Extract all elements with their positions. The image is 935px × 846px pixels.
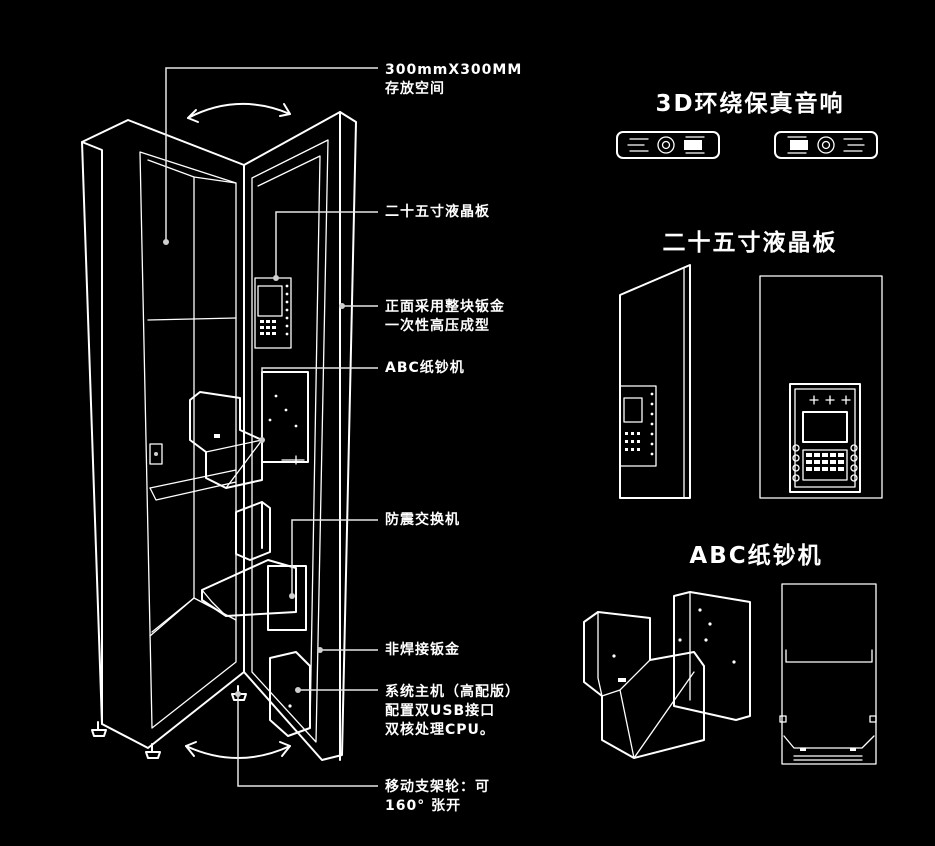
lcd-panel-side-view — [619, 264, 691, 499]
cabinet-bill-acceptor — [189, 391, 263, 489]
heading-lcd-panel: 二十五寸液晶板 — [662, 230, 838, 256]
bill-acceptor-perspective-view — [583, 591, 751, 759]
callout-wheels-line2: 160° 张开 — [385, 798, 462, 814]
callout-system-host: 系统主机（高配版） 配置双USB接口 双核处理CPU。 — [385, 683, 520, 740]
bill-acceptor-front-view — [779, 583, 877, 765]
callout-leaders — [163, 67, 378, 787]
callout-lcd-panel: 二十五寸液晶板 — [385, 203, 490, 222]
heading-bill-acceptor: ABC纸钞机 — [689, 543, 823, 569]
cabinet-system-host — [269, 651, 311, 737]
callout-front-panel-line1: 正面采用整块钣金 — [385, 299, 505, 315]
cabinet-foot — [91, 721, 107, 737]
callout-front-panel: 正面采用整块钣金 一次性高压成型 — [385, 298, 505, 336]
callout-storage-space-line2: 存放空间 — [385, 81, 445, 97]
callout-switch-line1: 防震交换机 — [385, 512, 460, 528]
cabinet-switch — [235, 501, 271, 561]
cabinet-illustration — [81, 102, 357, 761]
callout-system-host-line2: 配置双USB接口 — [385, 703, 496, 719]
left-door-inner-frame — [139, 151, 237, 729]
callout-storage-space-line1: 300mmX300MM — [385, 62, 523, 78]
right-door-outline — [243, 111, 357, 761]
callout-sheet-metal: 非焊接钣金 — [385, 641, 460, 660]
rotation-arrow-top — [187, 102, 291, 119]
callout-wheels-line1: 移动支架轮：可 — [385, 779, 490, 795]
callout-wheels: 移动支架轮：可 160° 张开 — [385, 778, 490, 816]
callout-front-panel-line2: 一次性高压成型 — [385, 318, 490, 334]
lcd-front-keypad — [802, 449, 848, 481]
speaker-right-icon — [774, 131, 878, 159]
callout-storage-space: 300mmX300MM 存放空间 — [385, 61, 522, 99]
callout-bill-acceptor: ABC纸钞机 — [385, 359, 465, 378]
callout-lcd-panel-line1: 二十五寸液晶板 — [385, 204, 490, 220]
speaker-left-icon — [616, 131, 720, 159]
left-shelf — [147, 317, 237, 321]
callout-switch: 防震交换机 — [385, 511, 460, 530]
right-door-inner-frame — [251, 139, 329, 743]
left-door-side — [81, 141, 103, 725]
callout-bill-acceptor-line1: ABC纸钞机 — [385, 360, 465, 376]
cabinet-keypad — [260, 320, 276, 335]
lcd-panel-front-view — [759, 275, 883, 499]
callout-system-host-line1: 系统主机（高配版） — [385, 684, 520, 700]
cabinet-lcd-screen — [257, 285, 283, 317]
heading-audio: 3D环绕保真音响 — [655, 91, 845, 117]
callout-system-host-line3: 双核处理CPU。 — [385, 722, 495, 738]
callout-sheet-metal-line1: 非焊接钣金 — [385, 642, 460, 658]
